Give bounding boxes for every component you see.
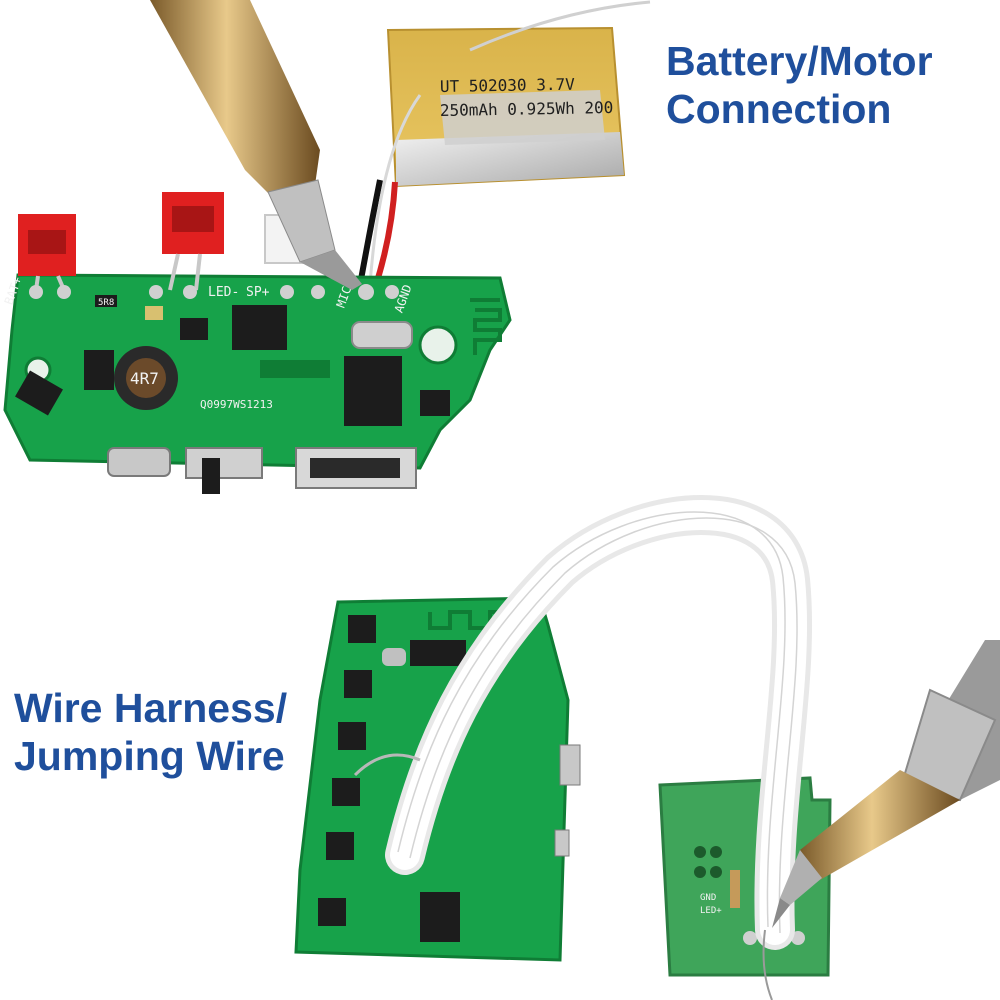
- caption-bottom-line1: Wire Harness/: [14, 685, 288, 731]
- battery-label-line2: 250mAh 0.925Wh 200: [440, 98, 614, 120]
- ribbon-wire-harness: [385, 495, 813, 950]
- caption-top-line1: Battery/Motor: [666, 38, 933, 84]
- resistor-label: 5R8: [98, 298, 114, 308]
- caption-battery-motor-connection: Battery/Motor Connection: [666, 37, 933, 133]
- caption-bottom-line2: Jumping Wire: [14, 733, 285, 779]
- red-connector-left: [18, 214, 76, 276]
- slide-switch: [185, 447, 263, 479]
- bottom-board-scene: 2020.4 GND LED+: [294, 495, 1000, 1000]
- led-label: LED-: [208, 285, 239, 300]
- tact-buttons: [318, 615, 376, 926]
- mic-label: MIC: [334, 284, 355, 309]
- small-gnd-label: GND: [700, 893, 716, 903]
- small-led-label: LED+: [700, 906, 722, 916]
- lipo-battery: UT 502030 3.7V 250mAh 0.925Wh 200: [386, 26, 626, 188]
- inductor-label: 4R7: [130, 369, 159, 388]
- chip-top-2: [344, 356, 402, 426]
- top-pcb: [3, 273, 512, 470]
- part-code-label: Q0997WS1213: [200, 398, 273, 411]
- soldering-iron-top: [150, 0, 362, 290]
- soldering-iron-bottom: [772, 640, 1000, 928]
- caption-top-line2: Connection: [666, 86, 892, 132]
- battery-label-line1: UT 502030 3.7V: [440, 75, 576, 96]
- crystal: [351, 321, 413, 349]
- top-board-scene: UT 502030 3.7V 250mAh 0.925Wh 200 4R7 5R…: [2, 0, 651, 494]
- usb-c-port: [107, 447, 171, 477]
- caption-wire-harness: Wire Harness/ Jumping Wire: [14, 684, 287, 780]
- red-connector-right: [162, 192, 224, 254]
- chip-top-1: [232, 305, 287, 350]
- sp-label: SP+: [246, 285, 270, 300]
